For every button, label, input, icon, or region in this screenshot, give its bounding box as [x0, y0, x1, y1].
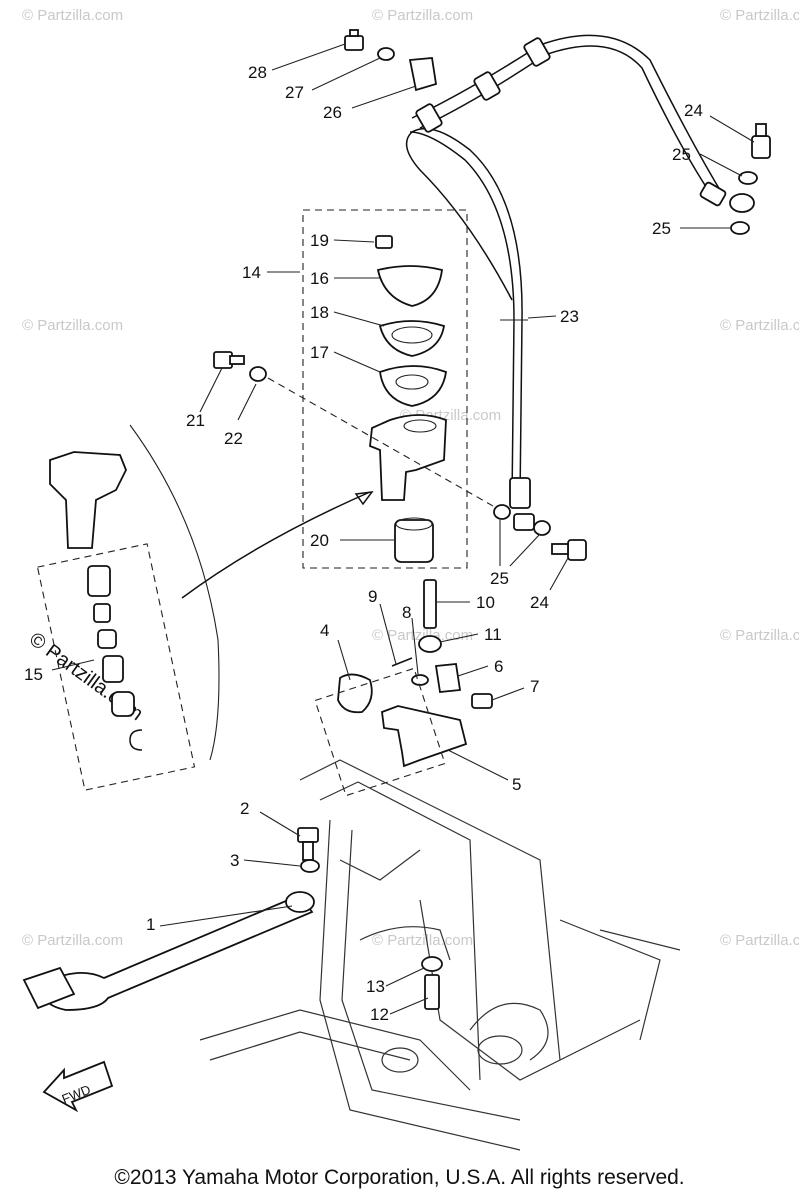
- callout-25-lower: 25: [490, 569, 509, 588]
- callout-18: 18: [310, 303, 329, 322]
- stopper-bolt: [421, 956, 443, 1010]
- callout-23: 23: [560, 307, 579, 326]
- callout-21: 21: [186, 411, 205, 430]
- callout-24-upper: 24: [684, 101, 703, 120]
- watermark: © Partzilla.com: [372, 932, 473, 949]
- watermark: © Partzilla.com: [720, 627, 799, 644]
- brake-rod-and-joint: [391, 579, 493, 709]
- callout-22: 22: [224, 429, 243, 448]
- callout-labels: 28 27 26 24 25 25 19 14 16 18 23 17 21 2…: [24, 63, 703, 1024]
- inset-arrow-head: [354, 491, 374, 506]
- callout-28: 28: [248, 63, 267, 82]
- watermarks: © Partzilla.com © Partzilla.com © Partzi…: [22, 7, 799, 949]
- callout-16: 16: [310, 269, 329, 288]
- pedal-bolt: [297, 827, 320, 873]
- lower-union-bolt: [493, 504, 587, 561]
- callout-1: 1: [146, 915, 155, 934]
- callout-26: 26: [323, 103, 342, 122]
- callout-3: 3: [230, 851, 239, 870]
- inset-arrow: [181, 491, 371, 599]
- mounting-bolt: [213, 351, 501, 511]
- master-cylinder: [369, 235, 447, 563]
- callout-25-upper: 25: [672, 145, 691, 164]
- brake-hose: [405, 34, 727, 509]
- watermark: © Partzilla.com: [720, 7, 799, 24]
- callout-12: 12: [370, 1005, 389, 1024]
- callout-11: 11: [484, 625, 502, 644]
- fwd-arrow-icon: FWD: [42, 1060, 114, 1113]
- callout-27: 27: [285, 83, 304, 102]
- callout-20: 20: [310, 531, 329, 550]
- frame: [199, 759, 681, 1151]
- watermark: © Partzilla.com: [720, 932, 799, 949]
- callout-15: 15: [24, 665, 43, 684]
- callout-24-lower: 24: [530, 593, 549, 612]
- callout-17: 17: [310, 343, 329, 362]
- callout-14: 14: [242, 263, 261, 282]
- callout-8: 8: [402, 603, 411, 622]
- callout-9: 9: [368, 587, 377, 606]
- watermark: © Partzilla.com: [372, 7, 473, 24]
- watermark: © Partzilla.com: [720, 317, 799, 334]
- inset-border: [129, 424, 220, 761]
- hose-clamp: [344, 29, 438, 92]
- brake-shaft: [314, 667, 468, 797]
- inset-detail: [36, 451, 196, 791]
- callout-7: 7: [530, 677, 539, 696]
- master-cylinder-assembly-frame: [302, 209, 468, 569]
- callout-19: 19: [310, 231, 329, 250]
- watermark: © Partzilla.com: [22, 7, 123, 24]
- copyright-notice: ©2013 Yamaha Motor Corporation, U.S.A. A…: [114, 1166, 685, 1189]
- callout-25-right: 25: [652, 219, 671, 238]
- callout-10: 10: [476, 593, 495, 612]
- brake-pedal: [22, 891, 315, 1011]
- watermark: © Partzilla.com: [22, 317, 123, 334]
- leader-lines: [51, 43, 755, 1015]
- watermark: © Partzilla.com: [372, 627, 473, 644]
- callout-2: 2: [240, 799, 249, 818]
- callout-5: 5: [512, 775, 521, 794]
- callout-13: 13: [366, 977, 385, 996]
- callout-4: 4: [320, 621, 329, 640]
- upper-union-bolt: [729, 123, 771, 235]
- callout-6: 6: [494, 657, 503, 676]
- watermark: © Partzilla.com: [22, 932, 123, 949]
